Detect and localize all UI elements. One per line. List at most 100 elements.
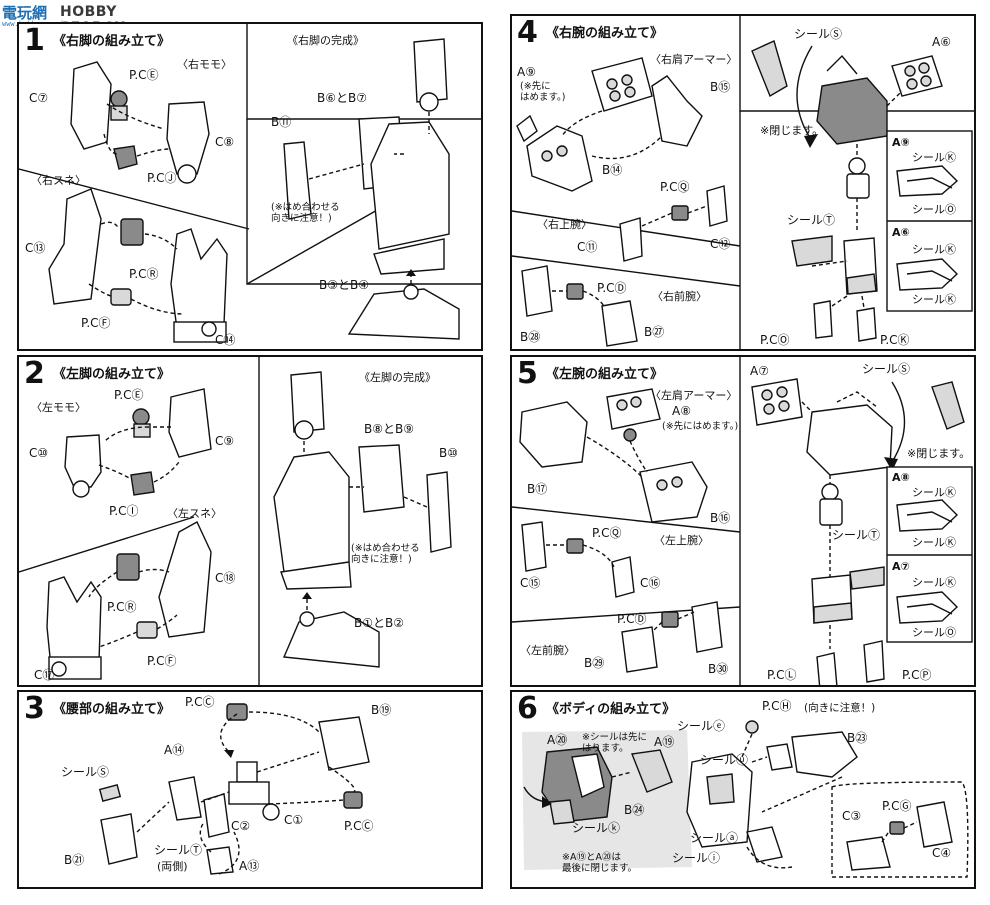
step4-sub-upper: 〈右上腕〉 <box>537 218 592 231</box>
step5-legend-part-2: A⑦ <box>892 560 910 573</box>
step6-note-close: ※A⑲とA⑳は 最後に閉じます。 <box>562 852 638 875</box>
step4-note-close: ※閉じます。 <box>760 124 824 137</box>
step3-label-pcc-top: P.CⒸ <box>185 695 215 709</box>
step5-label-c15: C⑮ <box>520 576 541 590</box>
step3-label-seal-su: シールⓈ <box>61 765 110 779</box>
step3-diagram <box>98 703 370 875</box>
step5-legend-seal-1a: シールⓀ <box>912 486 956 499</box>
step2-label-b10: B⑩ <box>439 446 458 460</box>
step3-label-pcc-right: P.CⒸ <box>344 819 374 833</box>
step2-label-c17: C⑰ <box>34 668 55 682</box>
step3-label-b21: B㉑ <box>64 853 85 867</box>
step1-sub-sune: 〈右スネ〉 <box>31 174 86 187</box>
step5-label-pcq: P.CⓆ <box>592 526 622 540</box>
step1-label-pcj: P.CⒿ <box>147 171 177 185</box>
step1-label-pce: P.CⒺ <box>129 68 159 82</box>
step5-legend-seal-2a: シールⓀ <box>912 576 956 589</box>
step6-label-c4: C④ <box>932 846 952 860</box>
step1-label-b11: B⑪ <box>271 115 292 129</box>
step5-label-seal-ta: シールⓉ <box>832 528 881 542</box>
step2-label-pce: P.CⒺ <box>114 388 144 402</box>
step3-label-a13: A⑬ <box>239 859 260 873</box>
step4-sub-fore: 〈右前腕〉 <box>652 290 707 303</box>
step5-legend-part-1: A⑧ <box>892 471 910 484</box>
step5-label-c16: C⑯ <box>640 576 661 590</box>
step5-label-seal-shi: シールⓈ <box>862 362 911 376</box>
step4-label-c12: C⑫ <box>710 237 731 251</box>
step3-label-b19: B⑲ <box>371 703 392 717</box>
step4-legend-seal-2b: シールⓀ <box>912 293 956 306</box>
step3-number: 3 <box>24 691 45 726</box>
step4-legend-seal-2a: シールⓀ <box>912 243 956 256</box>
step5-label-b17: B⑰ <box>527 482 548 496</box>
step4-label-b27: B㉗ <box>644 325 665 339</box>
step2-label-c18: C⑱ <box>215 571 236 585</box>
step1-sub-momo: 〈右モモ〉 <box>177 58 232 71</box>
step1-panel: 1 《右脚の組み立て》 〈右モモ〉 《右脚の完成》 〈右スネ〉 C⑦ P.CⒺ … <box>17 22 483 351</box>
step2-number: 2 <box>24 356 45 391</box>
step2-note: (※はめ合わせる 向きに注意！) <box>351 543 420 566</box>
step6-number: 6 <box>517 691 538 726</box>
step2-label-c10: C⑩ <box>29 446 49 460</box>
step5-diagram <box>512 357 973 685</box>
step6-label-b23: B㉓ <box>847 731 868 745</box>
step6-label-seal-i: シールⓘ <box>672 851 721 865</box>
step6-label-pcg: P.CⒼ <box>882 799 912 813</box>
step5-legend-seal-1b: シールⓀ <box>912 536 956 549</box>
step1-label-c7: C⑦ <box>29 91 49 105</box>
step3-label-a14: A⑭ <box>164 743 185 757</box>
step6-label-a20: A⑳ <box>547 733 568 747</box>
step4-label-c11: C⑪ <box>577 240 598 254</box>
step4-note-first: (※先に はめます。) <box>520 81 566 104</box>
step6-label-seal-u: シールⓤ <box>700 753 749 767</box>
step3-title: 《腰部の組み立て》 <box>53 702 171 717</box>
step2-label-pcr: P.CⓇ <box>107 600 137 614</box>
step5-label-pcp: P.CⓅ <box>902 668 932 682</box>
step4-label-a6: A⑥ <box>932 35 951 49</box>
step2-label-c9: C⑨ <box>215 434 235 448</box>
step4-label-pck: P.CⓀ <box>880 333 910 347</box>
step6-title: 《ボディの組み立て》 <box>546 702 676 717</box>
step1-complete: 《右脚の完成》 <box>287 34 364 47</box>
step2-diagram <box>19 357 452 685</box>
step5-label-b29: B㉙ <box>584 656 605 670</box>
step2-label-b1b2: B①とB② <box>354 616 404 630</box>
step4-panel: 4 《右腕の組み立て》 〈右肩アーマー〉 〈右上腕〉 〈右前腕〉 A⑨ (※先に… <box>510 14 976 351</box>
step5-panel: 5 《左腕の組み立て》 〈左肩アーマー〉 〈左上腕〉 〈左前腕〉 A⑦ シールⓈ… <box>510 355 976 687</box>
step1-label-pcf: P.CⒻ <box>81 316 111 330</box>
step1-label-b3b4: B③とB④ <box>319 278 369 292</box>
step1-title: 《右脚の組み立て》 <box>53 34 171 49</box>
step2-sub-momo: 〈左モモ〉 <box>31 401 86 414</box>
step2-title: 《左脚の組み立て》 <box>53 367 171 382</box>
step5-label-pcd: P.CⒹ <box>617 612 647 626</box>
step5-sub-fore: 〈左前腕〉 <box>520 644 575 657</box>
step4-label-seal-shi: シールⓈ <box>794 27 843 41</box>
step2-complete: 《左脚の完成》 <box>359 371 436 384</box>
step5-label-a7: A⑦ <box>750 364 769 378</box>
step4-label-a9: A⑨ <box>517 65 536 79</box>
step4-label-pco: P.CⓄ <box>760 333 790 347</box>
step4-label-b15: B⑮ <box>710 80 731 94</box>
step4-label-b28: B㉘ <box>520 330 541 344</box>
step2-label-pci: P.CⒾ <box>109 504 139 518</box>
step6-note-seal: ※シールは先に はります。 <box>582 732 647 755</box>
step3-label-c2: C② <box>231 819 251 833</box>
step5-title: 《左腕の組み立て》 <box>546 367 664 382</box>
step3-label-ryogawa: (両側) <box>157 860 188 873</box>
step5-label-a8: A⑧ <box>672 404 691 418</box>
step6-label-seal-e: シールⓔ <box>677 719 726 733</box>
step5-label-b16: B⑯ <box>710 511 731 525</box>
step6-label-a19: A⑲ <box>654 735 675 749</box>
step4-title: 《右腕の組み立て》 <box>546 26 664 41</box>
step5-legend-seal-2b: シールⓄ <box>912 626 956 639</box>
step4-legend-part-2: A⑥ <box>892 226 910 239</box>
step2-label-pcf: P.CⒻ <box>147 654 177 668</box>
watermark-logo: 電玩網 <box>2 4 48 22</box>
step1-note: (※はめ合わせる 向きに注意！) <box>271 202 340 225</box>
step6-label-pch: P.CⒽ <box>762 699 792 713</box>
step4-legend-seal-1b: シールⓄ <box>912 203 956 216</box>
step1-label-b6b7: B⑥とB⑦ <box>317 91 367 105</box>
step1-diagram <box>19 24 481 343</box>
step4-label-pcq: P.CⓆ <box>660 180 690 194</box>
step5-label-pcl: P.CⓁ <box>767 668 797 682</box>
